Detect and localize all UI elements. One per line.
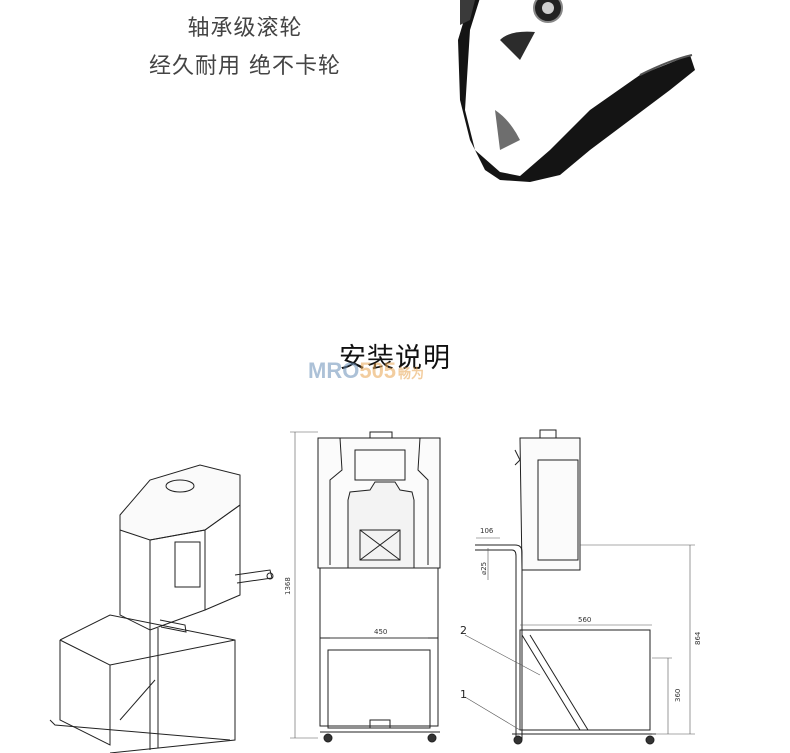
- dimension-handle-length: 106: [480, 527, 494, 535]
- side-view-dimensions: [464, 537, 695, 735]
- dimension-handle-height: 864: [694, 631, 702, 645]
- front-view-dimensions: [290, 431, 428, 739]
- callout-2: 2: [460, 624, 467, 637]
- front-view: [317, 431, 441, 743]
- watermark-part-a: MRO: [308, 358, 360, 383]
- isometric-view: [49, 464, 274, 753]
- side-view: [475, 429, 656, 745]
- dimension-tray-height: 360: [674, 689, 682, 702]
- dimension-tray-width: 450: [374, 628, 387, 636]
- installation-drawings: 1368 450 106 ⌀25 560 864 360 2 1: [49, 429, 702, 753]
- dimension-overall-height: 1368: [284, 577, 292, 595]
- feature-line-2: 经久耐用 绝不卡轮: [149, 54, 341, 79]
- callout-1: 1: [460, 688, 467, 701]
- feature-caption: 轴承级滚轮 经久耐用 绝不卡轮: [0, 10, 490, 86]
- dimension-handle-diameter: ⌀25: [480, 562, 488, 575]
- caster-wheel-image: [458, 0, 695, 182]
- install-title: 安装说明: [339, 343, 451, 374]
- feature-line-1: 轴承级滚轮: [187, 16, 303, 41]
- watermark-part-c: 畅为: [398, 366, 425, 381]
- watermark-part-b: 505: [359, 358, 397, 383]
- dimension-tray-depth: 560: [578, 616, 591, 624]
